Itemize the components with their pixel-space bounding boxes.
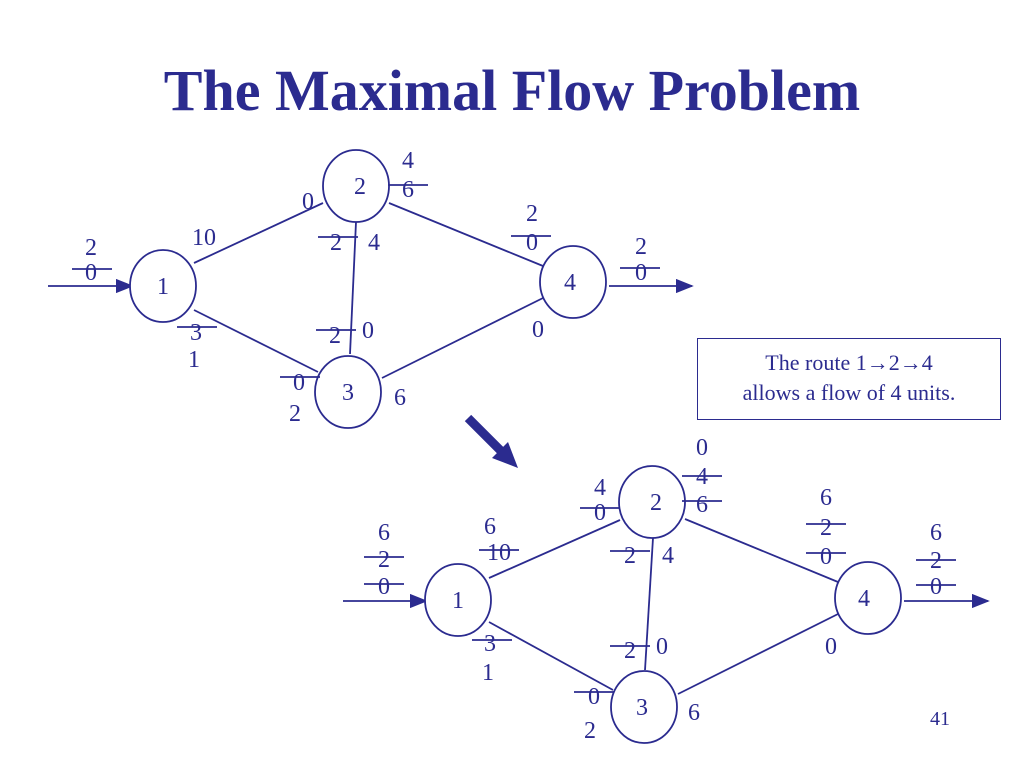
bottom-label: 6 xyxy=(930,520,942,546)
bottom-label: 2 xyxy=(624,638,636,664)
bottom-arc-3-4 xyxy=(677,613,839,695)
bottom-node-3 xyxy=(610,670,678,744)
bottom-arc-2-3 xyxy=(644,537,654,671)
bottom-label: 0 xyxy=(820,544,832,570)
top-node-4-label: 4 xyxy=(564,270,576,296)
top-label: 3 xyxy=(190,320,202,346)
bottom-network xyxy=(343,465,990,744)
top-label: 2 xyxy=(289,401,301,427)
bottom-label: 0 xyxy=(930,574,942,600)
top-label: 0 xyxy=(302,189,314,215)
bottom-node-4 xyxy=(834,561,902,635)
top-node-labels: 1 2 3 4 xyxy=(157,174,576,406)
bottom-label: 2 xyxy=(820,515,832,541)
bottom-label: 6 xyxy=(484,514,496,540)
bottom-label: 2 xyxy=(584,718,596,744)
slide-title: The Maximal Flow Problem xyxy=(163,58,861,123)
route-note-line-1: The route 1→2→4 xyxy=(765,350,933,375)
top-arc-2-3 xyxy=(349,221,357,355)
bottom-label: 0 xyxy=(594,500,606,526)
bottom-arc-2-4 xyxy=(684,518,839,583)
bottom-label: 3 xyxy=(484,631,496,657)
bottom-label: 0 xyxy=(825,634,837,660)
top-label: 0 xyxy=(635,260,647,286)
top-node-3-label: 3 xyxy=(342,380,354,406)
transition-arrow xyxy=(464,414,518,468)
top-node-2-label: 2 xyxy=(354,174,366,200)
top-arc-1-2 xyxy=(193,202,324,264)
top-label: 0 xyxy=(532,317,544,343)
top-node-4 xyxy=(539,245,607,319)
bottom-node-labels: 1 2 3 4 xyxy=(452,490,870,721)
top-arc-labels: 2 0 10 3 1 0 4 6 2 4 2 0 2 0 0 2 6 0 2 0 xyxy=(85,148,647,427)
bottom-label: 0 xyxy=(588,684,600,710)
bottom-label: 6 xyxy=(696,492,708,518)
page-number: 41 xyxy=(930,708,950,730)
top-label: 0 xyxy=(362,318,374,344)
top-arc-3-4 xyxy=(381,297,544,379)
bottom-label: 4 xyxy=(594,475,606,501)
bottom-node-1 xyxy=(424,563,492,637)
top-arc-1-3 xyxy=(193,309,319,373)
bottom-label: 0 xyxy=(378,574,390,600)
bottom-label: 4 xyxy=(696,464,708,490)
top-label: 2 xyxy=(330,230,342,256)
route-note-line-2: allows a flow of 4 units. xyxy=(742,380,956,405)
top-label: 0 xyxy=(526,230,538,256)
top-network xyxy=(48,149,694,429)
top-label: 10 xyxy=(192,225,216,251)
top-label: 4 xyxy=(368,230,380,256)
top-label: 6 xyxy=(394,385,406,411)
bottom-arc-1-3 xyxy=(488,621,614,691)
top-node-1 xyxy=(129,249,197,323)
bottom-label: 2 xyxy=(930,548,942,574)
bottom-node-2 xyxy=(618,465,686,539)
bottom-label: 6 xyxy=(378,520,390,546)
route-note: The route 1→2→4 allows a flow of 4 units… xyxy=(697,338,1001,420)
bottom-node-2-label: 2 xyxy=(650,490,662,516)
top-label: 2 xyxy=(329,323,341,349)
bottom-label: 1 xyxy=(482,660,494,686)
bottom-arc-labels: 6 2 0 6 10 3 1 4 0 0 4 6 2 4 6 2 0 2 0 0… xyxy=(378,435,942,744)
top-node-3 xyxy=(314,355,382,429)
bottom-label: 6 xyxy=(688,700,700,726)
top-label: 2 xyxy=(526,201,538,227)
bottom-label: 6 xyxy=(820,485,832,511)
top-arc-2-4 xyxy=(388,202,544,267)
top-label: 0 xyxy=(293,370,305,396)
top-label: 2 xyxy=(85,235,97,261)
top-label: 1 xyxy=(188,347,200,373)
bottom-node-1-label: 1 xyxy=(452,588,464,614)
top-label: 2 xyxy=(635,234,647,260)
bottom-label: 10 xyxy=(487,540,511,566)
bottom-label: 2 xyxy=(378,547,390,573)
bottom-node-4-label: 4 xyxy=(858,586,870,612)
bottom-node-3-label: 3 xyxy=(636,695,648,721)
bottom-label: 2 xyxy=(624,543,636,569)
bottom-label: 0 xyxy=(656,634,668,660)
top-node-1-label: 1 xyxy=(157,274,169,300)
top-label: 4 xyxy=(402,148,414,174)
bottom-arc-1-2 xyxy=(488,519,621,579)
top-label: 6 xyxy=(402,177,414,203)
bottom-label: 0 xyxy=(696,435,708,461)
bottom-label: 4 xyxy=(662,543,674,569)
top-node-2 xyxy=(322,149,390,223)
top-label: 0 xyxy=(85,260,97,286)
